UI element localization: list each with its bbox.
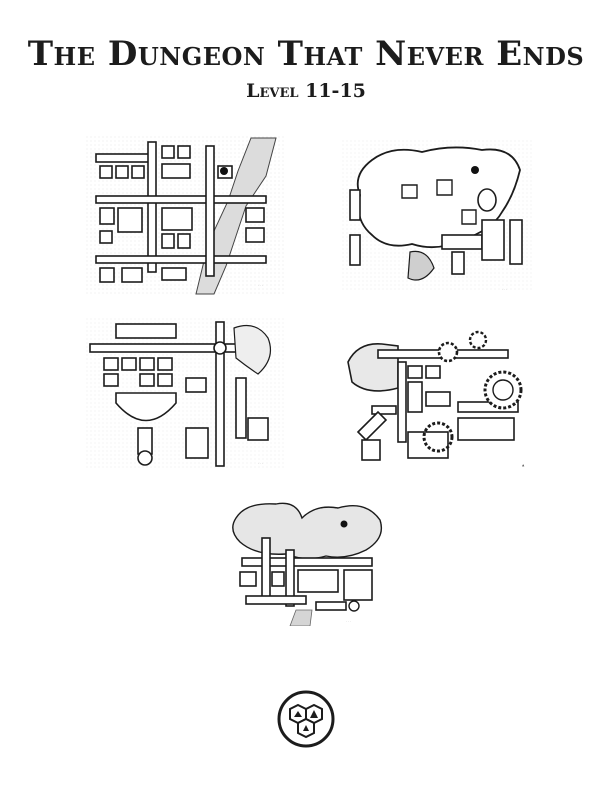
svg-text:· · ·: · · · <box>258 283 263 287</box>
dungeon-map-level-11: · · · <box>86 136 286 296</box>
page-title: The Dungeon That Never Ends <box>27 34 585 74</box>
dungeon-map-level-12: · · · <box>342 140 532 292</box>
svg-text:· · ·: · · · <box>258 461 263 465</box>
dungeon-map-level-14: ▲ <box>338 322 532 474</box>
hexagon-emblem-icon <box>276 689 336 749</box>
page-subtitle: Level 11-15 <box>246 80 366 102</box>
svg-text:· · ·: · · · <box>502 287 507 291</box>
dungeon-map-level-15: · · · <box>226 498 388 626</box>
svg-text:▲: ▲ <box>522 463 525 467</box>
dungeon-map-level-13: · · · <box>86 318 286 468</box>
svg-text:· · ·: · · · <box>346 619 351 623</box>
